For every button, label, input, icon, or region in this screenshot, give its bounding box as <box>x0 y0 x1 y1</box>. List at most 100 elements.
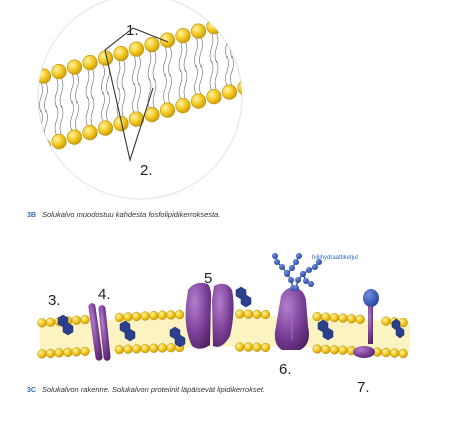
phospholipid-head <box>166 310 176 320</box>
bilayer-zoom-view: 1. 2. <box>21 0 265 200</box>
lipid-tail <box>199 37 203 68</box>
sugar-unit <box>308 281 314 287</box>
phospholipid-head <box>252 309 262 319</box>
cholesterol-group <box>57 286 405 348</box>
phospholipid-head <box>237 10 242 26</box>
phospholipid-head <box>237 80 242 96</box>
phospholipid-head <box>113 116 129 132</box>
phospholipid-head <box>21 73 36 88</box>
sugar-unit <box>289 265 295 271</box>
sugar-unit <box>279 264 285 270</box>
lipid-tail <box>132 82 136 114</box>
phospholipid-head <box>329 312 340 323</box>
lipid-tail <box>24 115 27 145</box>
phospholipid-head <box>321 344 331 355</box>
lipid-tail <box>178 69 183 100</box>
phospholipid-head <box>398 348 408 359</box>
lipid-tail <box>240 23 242 54</box>
caption-3c-text: Solukalvon rakenne. Solukalvon proteiini… <box>42 385 265 394</box>
phospholipid-head <box>312 344 322 354</box>
lipid-tail <box>209 60 214 91</box>
phospholipid-head <box>123 312 133 322</box>
carbohydrate-chains <box>272 253 322 291</box>
lipid-tail <box>214 32 219 63</box>
phospholipid-head <box>37 318 47 328</box>
lipid-tail <box>44 81 48 113</box>
cholesterol-molecule <box>317 319 334 341</box>
cholesterol-molecule <box>119 320 136 342</box>
phospholipid-head <box>140 311 150 321</box>
phospholipid-head <box>149 343 159 353</box>
phospholipid-head <box>131 311 142 322</box>
phospholipid-head <box>221 84 238 100</box>
phospholipid-head <box>71 347 82 357</box>
peripheral-protein-head <box>363 289 379 307</box>
sugar-unit <box>316 259 322 265</box>
sugar-unit <box>300 271 306 277</box>
phospholipid-head <box>37 349 47 359</box>
lipid-tail <box>183 69 188 100</box>
phospholipid-head <box>114 312 125 323</box>
phospholipid-head <box>144 37 160 53</box>
phospholipid-head <box>235 309 245 319</box>
cholesterol-molecule <box>169 326 186 348</box>
phospholipid-head <box>221 14 238 30</box>
lipid-tail <box>257 19 260 49</box>
phospholipid-head <box>63 347 73 358</box>
sugar-unit <box>272 253 278 259</box>
lipid-tail <box>183 41 188 72</box>
cholesterol-molecule <box>235 286 252 308</box>
cholesterol-molecule <box>391 318 405 339</box>
marker-2: 2. <box>140 162 153 179</box>
phospholipid-head <box>159 32 176 48</box>
lipid-tail <box>199 65 203 96</box>
lipid-tail <box>257 47 260 77</box>
phospholipid-head <box>123 344 133 354</box>
lipid-tail <box>29 115 32 145</box>
phospholipid-head <box>243 309 254 319</box>
phospholipid-head <box>329 345 340 355</box>
lipid-tail <box>262 47 265 77</box>
phospholipid-pointer-lines <box>104 27 154 163</box>
glycoprotein-detail <box>285 297 293 340</box>
phospholipid-head <box>128 111 145 127</box>
phospholipid-head <box>206 89 222 105</box>
marker-3: 3. <box>48 292 61 309</box>
sugar-unit <box>312 264 318 270</box>
phospholipid-head <box>174 310 185 320</box>
lipid-tail <box>168 46 172 77</box>
lipid-tail <box>121 87 126 118</box>
phospholipid-head <box>21 143 36 158</box>
sugar-unit <box>296 253 302 259</box>
phospholipid-head <box>381 316 391 326</box>
sugar-unit <box>293 259 299 265</box>
lipid-tail <box>70 100 74 132</box>
lipid-tail <box>225 56 229 87</box>
marker-6: 6. <box>279 361 292 378</box>
lipid-tail <box>85 96 90 127</box>
lipid-tail <box>54 105 59 136</box>
lipid-tail <box>75 72 79 104</box>
membrane-structure: 3. 4. 5 6. 7. hiilihydraattiketjut <box>37 253 410 396</box>
caption-3c-label: 3C <box>27 387 36 394</box>
lipid-tail <box>194 37 198 68</box>
lipid-tail <box>85 68 90 99</box>
lipid-tail <box>116 87 121 118</box>
lipid-tail <box>230 56 234 87</box>
caption-3b-label: 3B <box>27 212 36 219</box>
marker-4: 4. <box>98 286 111 303</box>
lipid-tail <box>116 59 121 90</box>
sugar-unit <box>284 271 290 277</box>
lipid-tail <box>90 96 95 127</box>
lipid-tail <box>59 77 64 108</box>
lipid-tail <box>137 55 141 86</box>
transmembrane-protein-slim <box>88 303 111 361</box>
phospholipid-head <box>260 309 271 320</box>
phospholipid-head <box>381 347 391 358</box>
lipid-tail <box>29 87 32 117</box>
lipid-tail <box>152 78 157 109</box>
channel-protein-right <box>212 283 234 347</box>
phospholipid-head <box>190 23 207 39</box>
phospholipid-head <box>355 314 365 324</box>
